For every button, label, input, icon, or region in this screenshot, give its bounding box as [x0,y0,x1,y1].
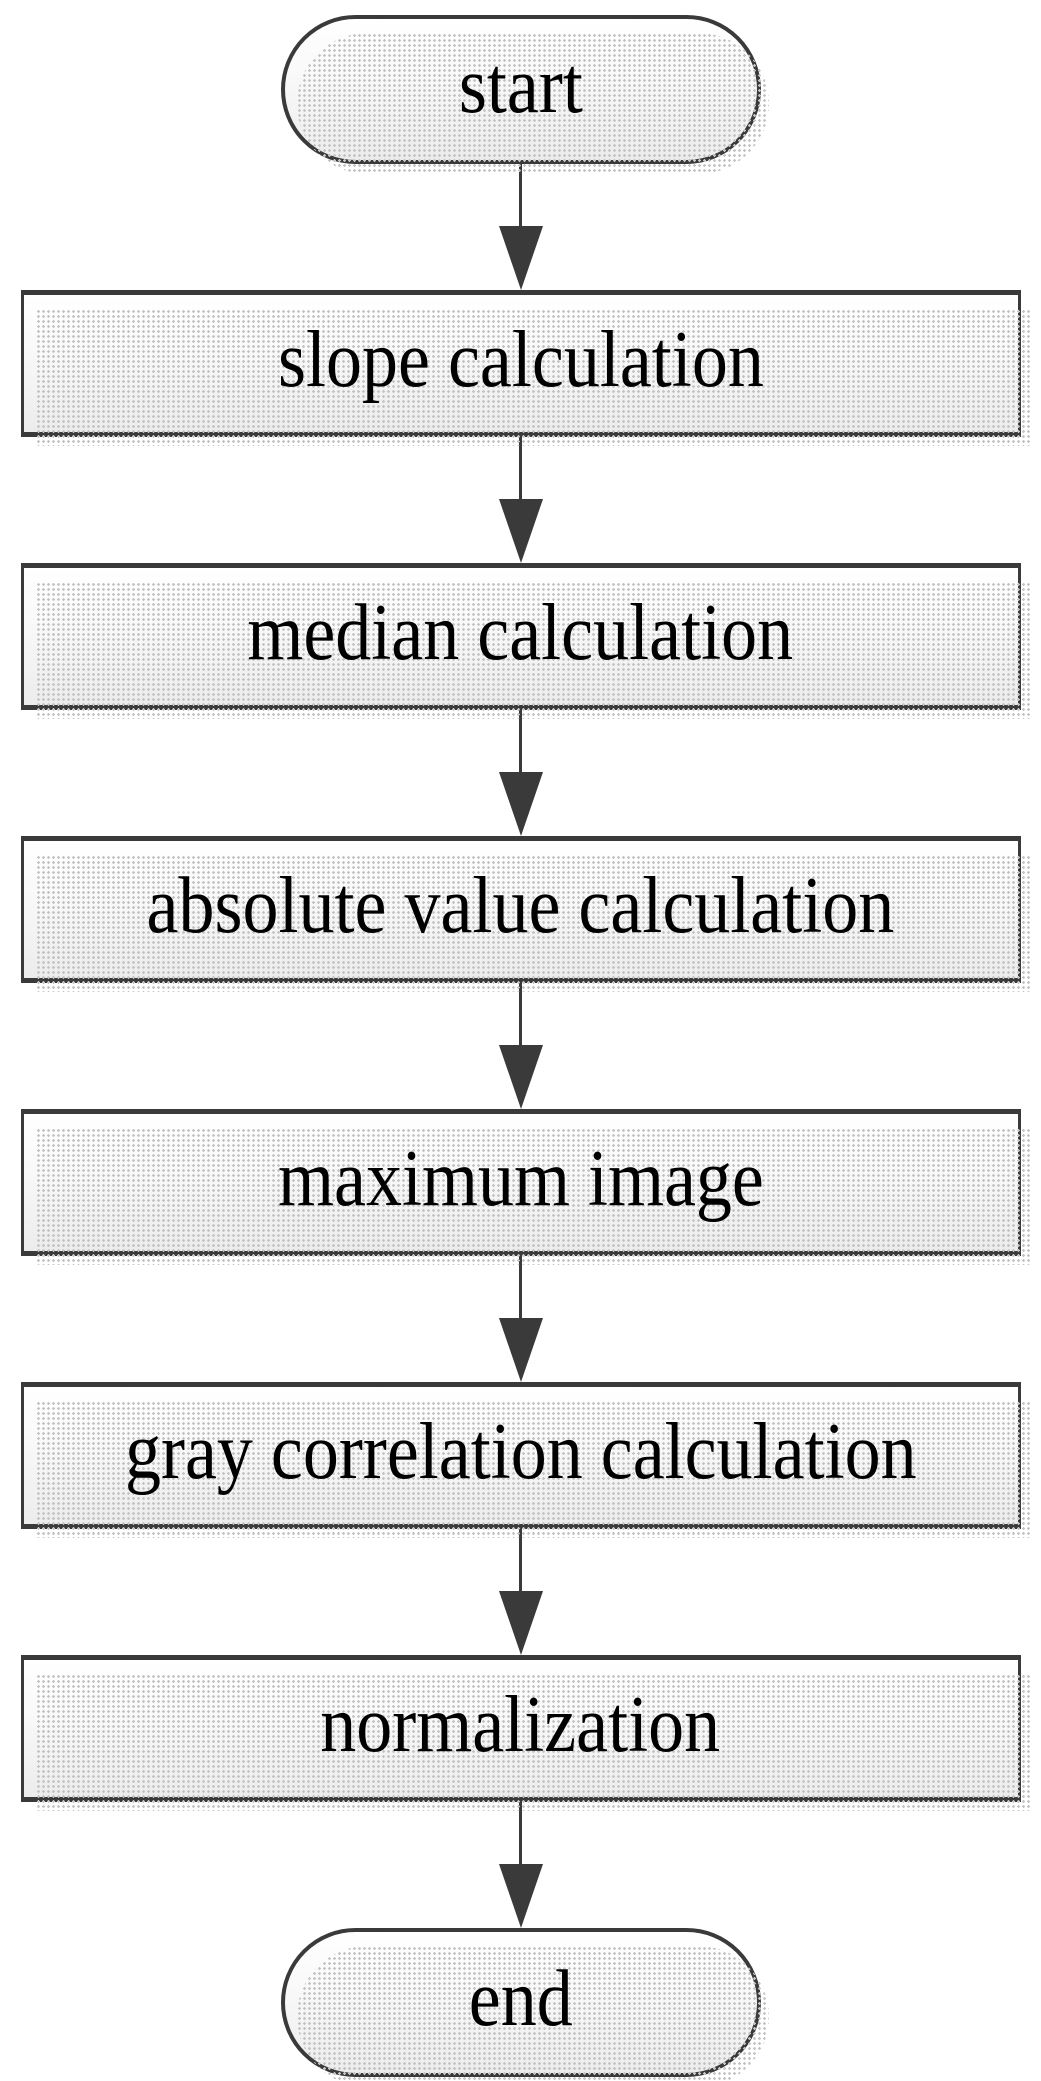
arrow-line [519,1802,522,1864]
arrow-line [519,983,522,1045]
flow-edge-slope-median [497,437,545,563]
node-gray-label: gray correlation calculation [124,1407,917,1496]
node-median-calculation: median calculation [20,563,1030,719]
node-start-label: start [458,41,583,130]
arrow-line [519,1529,522,1591]
arrow-down-icon [498,1864,543,1928]
node-normalization-label: normalization [320,1680,721,1769]
arrow-line [519,710,522,772]
arrow-down-icon [498,226,543,290]
node-median-label: median calculation [247,588,794,677]
arrow-line [519,1256,522,1318]
node-normalization: normalization [20,1655,1030,1811]
node-start: start [280,15,769,174]
arrow-down-icon [498,1045,543,1109]
node-absolute-value-calculation: absolute value calculation [20,836,1030,992]
flow-edge-absolute-maximum [497,983,545,1109]
node-maximum-image: maximum image [20,1109,1030,1265]
node-maximum-label: maximum image [277,1134,764,1223]
flow-edge-start-slope [497,164,545,290]
flow-edge-normalization-end [497,1802,545,1928]
flow-edge-median-absolute [497,710,545,836]
flow-edge-gray-normalization [497,1529,545,1655]
node-slope-label: slope calculation [277,315,764,404]
node-absolute-label: absolute value calculation [146,861,895,950]
arrow-down-icon [498,499,543,563]
node-slope-calculation: slope calculation [20,290,1030,446]
node-end-label: end [468,1954,573,2043]
node-gray-correlation-calculation: gray correlation calculation [20,1382,1030,1538]
arrow-line [519,437,522,499]
arrow-down-icon [498,1318,543,1382]
arrow-down-icon [498,1591,543,1655]
flow-edge-maximum-gray [497,1256,545,1382]
node-end: end [280,1928,769,2081]
arrow-line [519,164,522,226]
arrow-down-icon [498,772,543,836]
